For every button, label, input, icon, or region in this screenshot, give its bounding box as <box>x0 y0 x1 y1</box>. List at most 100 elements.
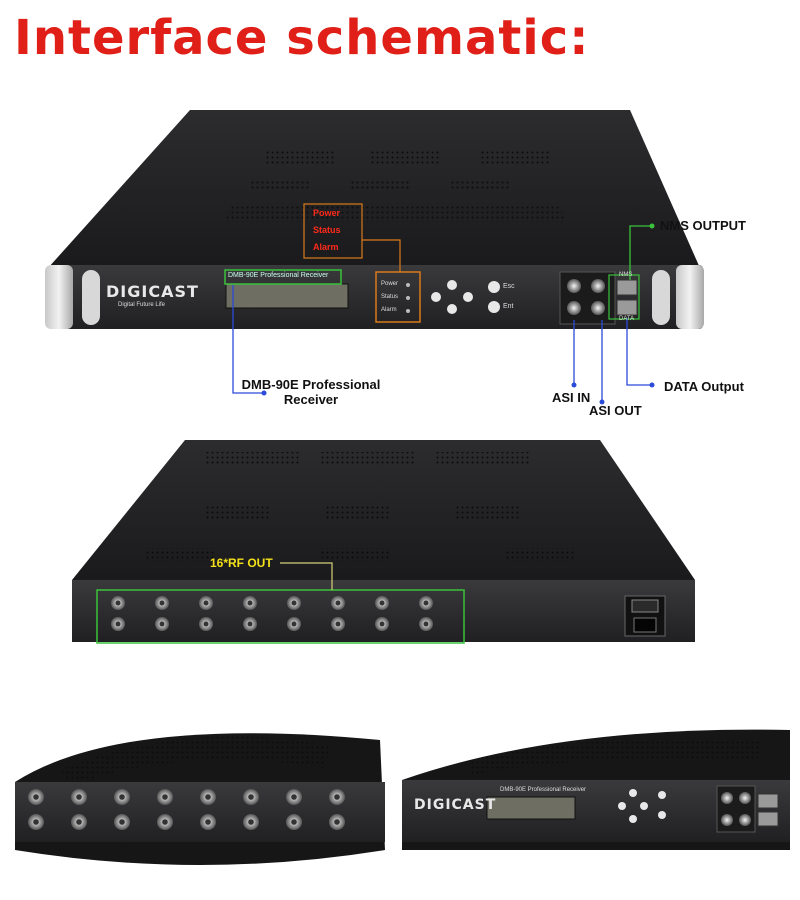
vent-grille <box>455 505 520 519</box>
nms-callout-line <box>629 225 650 280</box>
data-callout-line <box>626 318 650 386</box>
vent-grille <box>225 205 565 222</box>
rf-connector-detail-pin <box>76 794 82 800</box>
rf-connector-detail-pin <box>119 819 125 825</box>
rf-connector-detail-pin <box>291 794 297 800</box>
rf-connector-pin <box>247 600 253 606</box>
led-tag-box <box>303 203 363 259</box>
callout-asi-out: ASI OUT <box>589 403 642 418</box>
rf-connector-pin <box>423 600 429 606</box>
rf-out-callout-line <box>280 562 333 590</box>
rf-connector-detail-pin <box>162 794 168 800</box>
callout-data-output: DATA Output <box>664 379 744 394</box>
rf-connector-detail-pin <box>248 794 254 800</box>
rf-connector-pin <box>115 600 121 606</box>
model-highlight-box <box>224 269 342 285</box>
vent-grille <box>480 150 550 164</box>
brand-tagline: Digital Future Life <box>118 302 166 308</box>
rf-connector-detail-pin <box>76 819 82 825</box>
rf-connector-detail-pin <box>291 819 297 825</box>
vent-grille <box>205 505 270 519</box>
vent-grille <box>350 180 410 190</box>
led-alarm <box>406 309 410 313</box>
callout-rf-out: 16*RF OUT <box>210 556 273 570</box>
port-label-nms: NMS <box>619 272 633 278</box>
rear-unit <box>72 440 695 642</box>
led-highlight-box <box>375 271 421 323</box>
key-label-ent: Ent <box>503 303 514 310</box>
led-power <box>406 283 410 287</box>
vent-grille <box>435 452 530 464</box>
rf-connector-pin <box>379 600 385 606</box>
rf-detail-connectors-bottom <box>28 814 345 830</box>
key-down <box>447 304 457 314</box>
vent-grille <box>505 548 575 562</box>
vent-grille <box>325 505 390 519</box>
bnc-asi-in-1 <box>567 279 581 293</box>
rf-out-highlight-box <box>96 589 465 644</box>
rf-connector-pin <box>159 600 165 606</box>
callout-nms-output: NMS OUTPUT <box>660 218 746 233</box>
led-status <box>406 296 410 300</box>
rf-connector-detail-pin <box>248 819 254 825</box>
model-label: DMB-90E Professional Receiver <box>228 272 329 279</box>
led-label-status: Status <box>381 294 399 300</box>
rj45-data-port <box>616 299 638 316</box>
led-tag-status: Status <box>313 225 341 235</box>
rf-connector-pin <box>291 621 297 627</box>
rf-connector-detail-pin <box>205 794 211 800</box>
rf-connector-pin <box>291 600 297 606</box>
lcd-display-detail <box>486 796 576 820</box>
key-esc <box>488 281 500 293</box>
vent-grille <box>145 548 215 562</box>
rf-connector-detail-pin <box>119 794 125 800</box>
vent-grille <box>450 180 510 190</box>
rf-connector-pin <box>335 621 341 627</box>
brand-logo: DIGICAST <box>106 282 199 301</box>
page-title: Interface schematic: <box>14 10 590 66</box>
vent-grille <box>250 180 310 190</box>
rf-connector-pin <box>335 600 341 606</box>
bnc-asi-in-2 <box>567 301 581 315</box>
rf-connector-detail-pin <box>33 819 39 825</box>
rf-connectors-row-top <box>111 596 433 610</box>
rf-connector-pin <box>423 621 429 627</box>
rj45-nms-port <box>616 279 638 296</box>
port-highlight-box <box>608 274 640 320</box>
vent-grille <box>370 150 440 164</box>
key-left <box>431 292 441 302</box>
rf-detail-connectors-top <box>28 789 345 805</box>
rf-connector-detail-pin <box>205 819 211 825</box>
rf-connector-detail-pin <box>334 794 340 800</box>
led-label-power: Power <box>381 281 399 287</box>
bnc-asi-out-1 <box>591 279 605 293</box>
lcd-display <box>225 283 349 309</box>
vent-grille <box>320 548 390 562</box>
rf-connector-pin <box>203 600 209 606</box>
vent-grille <box>265 150 335 164</box>
callout-asi-in: ASI IN <box>552 390 591 405</box>
led-tag-alarm: Alarm <box>313 242 339 252</box>
power-switch <box>631 599 659 613</box>
rf-connector-detail-pin <box>334 819 340 825</box>
key-up <box>447 280 457 290</box>
port-label-data: DATA <box>619 316 635 322</box>
led-label-alarm: Alarm <box>381 307 397 313</box>
rf-connector-pin <box>379 621 385 627</box>
rf-connector-detail-pin <box>162 819 168 825</box>
brand-logo-detail: DIGICAST <box>414 797 497 813</box>
rack-ear-right <box>676 265 704 329</box>
rack-ear-left <box>45 265 73 329</box>
key-ent <box>488 301 500 313</box>
led-callout-line <box>362 239 401 272</box>
front-detail-view <box>402 729 790 850</box>
rf-connector-pin <box>115 621 121 627</box>
rear-detail-view <box>15 733 385 865</box>
led-tag-power: Power <box>313 208 341 218</box>
model-label-detail: DMB-90E Professional Receiver <box>500 787 587 793</box>
callout-receiver-line2: Receiver <box>283 392 339 407</box>
callout-receiver: DMB-90E Professional Receiver <box>236 377 386 407</box>
callout-receiver-line1: DMB-90E Professional <box>241 377 381 392</box>
receiver-callout-line <box>232 285 262 394</box>
